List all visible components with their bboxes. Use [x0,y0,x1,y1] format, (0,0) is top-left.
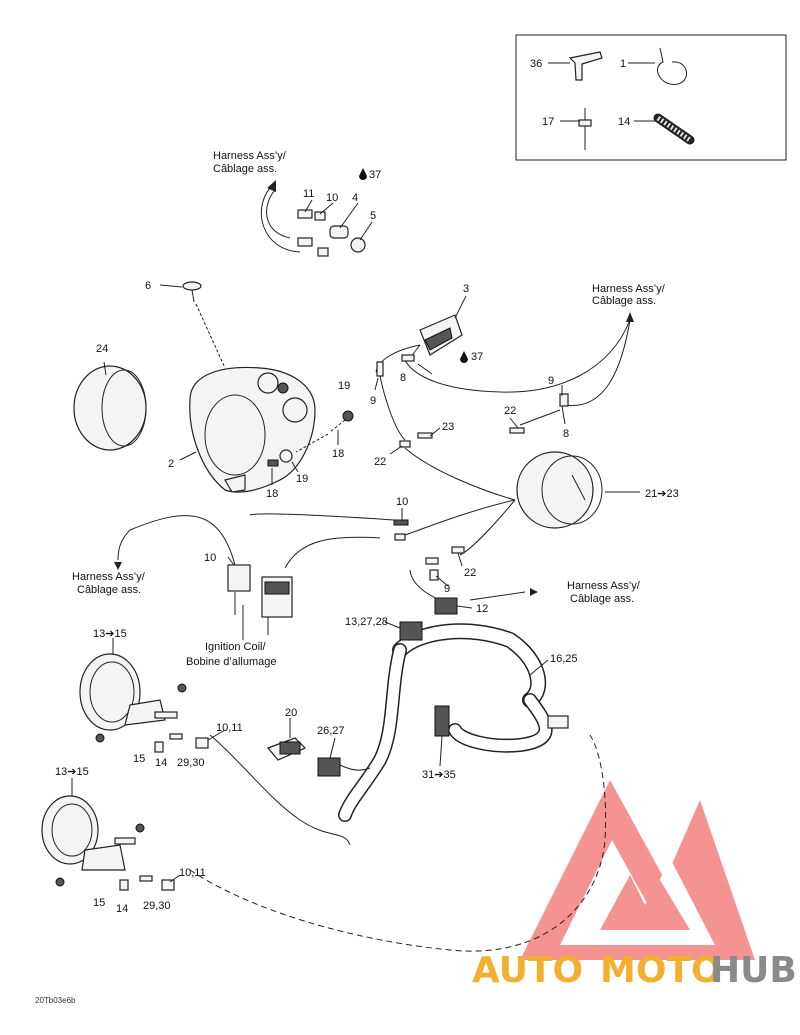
callout-label: 37 [471,351,483,363]
callout-label: 13,27,28 [345,616,388,628]
callout-label: 2 [168,458,174,470]
callout-label: Câblage ass. [570,593,634,605]
callout-label: 17 [542,116,554,128]
callout-label: 8 [563,428,569,440]
harness-connectors [376,354,569,615]
callout-label: 37 [369,169,381,181]
spiral-wrap-14-icon [653,113,695,145]
callout-label: 29,30 [143,900,171,912]
callout-label: 10 [326,192,338,204]
callout-label: 10 [396,496,408,508]
figure-reference: 20Tb03e6b [35,996,76,1005]
callout-label: 15 [93,897,105,909]
callout-label: 20 [285,707,297,719]
callout-label: 15 [133,753,145,765]
headlight-lower-icon [41,778,175,891]
component-26-27-icon [317,737,371,777]
clip-36-icon [568,51,603,81]
watermark-auto: AUTO [472,950,583,991]
leader-lines [169,363,566,883]
callout-label: 21➔23 [645,488,679,500]
callout-label: 10 [204,552,216,564]
top-connector-group [260,168,373,257]
callout-label: Ignition Coil/ [205,641,266,653]
callout-label: Câblage ass. [77,584,141,596]
callout-label: 31➔35 [422,769,456,781]
headlight-upper-icon [79,638,209,753]
callout-label: 18 [266,488,278,500]
callout-label: 26,27 [317,725,345,737]
callout-label: 18 [332,448,344,460]
callout-label: 12 [476,603,488,615]
watermark-moto: MOTO [600,950,722,991]
callout-label: 10,11 [179,867,206,879]
callout-label: 11 [303,188,314,200]
callout-label: 10,11 [216,722,243,734]
callout-label: 9 [444,583,450,595]
instrument-housing-2-icon [179,366,316,493]
callout-label: 8 [400,372,406,384]
callout-label: 6 [145,280,151,292]
callout-label: 5 [370,210,376,222]
callout-label: Harness Ass’y/ [592,283,666,295]
ignition-coil-icon [227,564,293,640]
callout-label: 13➔15 [55,766,89,778]
callout-label: Harness Ass’y/ [72,571,146,583]
rivet-17-icon [578,108,592,150]
watermark-hub: HUB [710,950,797,991]
callout-label: Harness Ass’y/ [567,580,641,592]
cable-clamp-1-icon [657,47,687,85]
callout-label: 16,25 [550,653,578,665]
callout-label: 22 [504,405,516,417]
relay-20-icon [266,718,307,761]
main-harness-16-25-icon [338,621,569,822]
wiring-harness-lines [117,319,631,952]
callout-label: 14 [116,903,128,915]
tachometer-21-23-icon [516,451,640,529]
callout-label: 14 [155,757,167,769]
callout-label: 19 [338,380,350,392]
callout-label: 36 [530,58,542,70]
ignition-switch-3-icon [409,295,468,363]
callout-label: Câblage ass. [592,295,656,307]
callout-label: 19 [296,473,308,485]
callout-label: 29,30 [177,757,205,769]
callout-label: Bobine d’allumage [186,656,277,668]
fasteners-box [515,34,787,161]
callout-label: 24 [96,343,108,355]
callout-label: 9 [370,395,376,407]
callout-label: 1 [620,58,626,70]
callout-label: 4 [352,192,358,204]
callout-label: 13➔15 [93,628,127,640]
watermark-logo [520,780,755,960]
fastener-18-19-group [267,410,354,485]
callout-label: 14 [618,116,630,128]
screw-6-icon [159,281,226,369]
callout-label: Câblage ass. [213,163,277,175]
bezel-ring-24-icon [73,361,147,451]
callout-label: 23 [442,421,454,433]
callout-label: 9 [548,375,554,387]
callout-label: 22 [374,456,386,468]
arrowheads [114,180,634,596]
callout-label: 22 [464,567,476,579]
callout-label: Harness Ass’y/ [213,150,287,162]
callout-label: 3 [463,283,469,295]
